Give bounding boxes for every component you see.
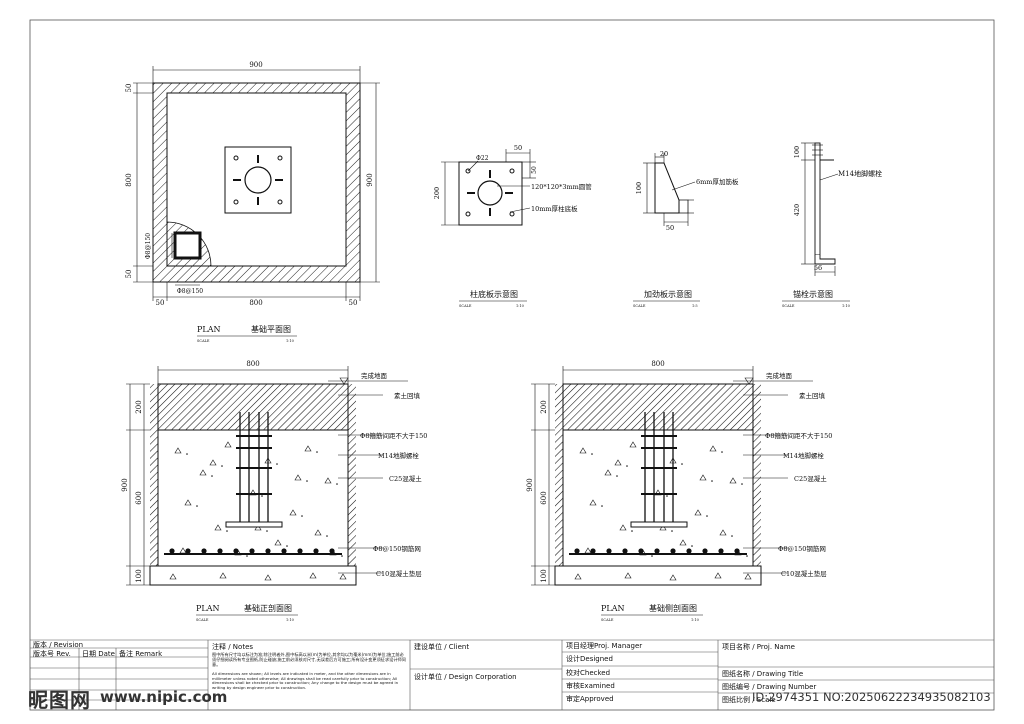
plan-rebar-h: Φ8@150 [177,288,203,295]
rev-no-header: 版本号 Rev. [33,650,71,658]
drawing-scale-label: 图纸比例 / Scale [722,696,776,704]
checked-label: 校对Checked [566,669,611,677]
st-scale: 1:5 [692,304,698,308]
title-block-grid [30,639,994,710]
section_side-scale-label: SCALE [601,618,614,622]
drawing-number-label: 图纸编号 / Drawing Number [722,683,817,691]
section_side-title-en: PLAN [601,604,624,613]
section_side-label-concrete: C25混凝土 [794,474,827,483]
section_front-label-stirrup: Φ8箍筋间距不大于150 [360,431,427,440]
section_side-label-bolt: M14地脚螺栓 [783,451,824,460]
an-dim-mid: 420 [793,204,801,216]
st-label-thickness: 6mm厚加筋板 [696,177,739,186]
section_side-dim-width: 800 [651,360,664,368]
section_side-dim-bot: 100 [540,569,548,582]
plan-rebar-v: Φ8@150 [145,233,152,259]
base-plate-detail: Φ22 50 50 200 120*120*3mm圆管 10mm厚柱底板 柱底板… [433,144,592,308]
st-dim-bottom: 50 [666,224,674,232]
section_side-dim-total: 900 [526,478,534,491]
drawing-title-label: 图纸名称 / Drawing Title [722,670,804,678]
watermark-logo: 昵图网 [28,688,91,712]
plan-scale-label: SCALE [197,339,210,343]
plan-dim-right: 900 [366,173,374,186]
section_front-dim-bot: 100 [135,569,143,582]
plan-scale: 1:10 [286,339,294,343]
bp-dim-left: 200 [433,187,441,199]
notes-cn: 图中所有尺寸均以标注为准;除注明者外,图中标高以米(m)为单位,其余均以为毫米(… [212,652,406,667]
watermark-id: ID:2974351 NO:20250622234935082103 [752,690,991,704]
approved-label: 审定Approved [566,695,614,703]
proj-name-label: 项目名称 / Proj. Name [722,643,795,651]
plan-dim-bottom-right: 50 [349,299,358,307]
bp-dim-top: 50 [514,144,522,152]
section_side-title-cn: 基础侧剖面图 [649,603,697,613]
remark-header: 备注 Remark [119,650,163,658]
an-title: 锚栓示意图 [793,289,833,299]
an-scale-label: SCALE [782,304,795,308]
section_side-label-mesh: Φ8@150钢筋网 [778,544,826,553]
section_side-dim-mid: 600 [540,491,548,504]
client-label: 建设单位 / Client [414,643,470,651]
st-title: 加劲板示意图 [644,289,692,299]
date-header: 日期 Date [82,650,115,658]
section_side-dim-top: 200 [540,400,548,413]
plan-title-en: PLAN [197,325,220,334]
bp-label-plate: 10mm厚柱底板 [531,204,578,213]
section_front-scale-label: SCALE [196,618,209,622]
bp-scale-label: SCALE [459,304,472,308]
stiffener-detail: 20 100 50 6mm厚加筋板 加劲板示意图 SCALE 1:5 [633,150,739,308]
section_side-label-ground: 完成地面 [766,371,793,380]
section_side-label-stirrup: Φ8箍筋间距不大于150 [765,431,832,440]
an-dim-bottom: 56 [814,264,822,272]
plan-title-cn: 基础平面图 [251,324,291,334]
anchor-bolt-detail: 100 420 56 M14地脚螺栓 锚栓示意图 SCALE 1:10 [782,142,882,308]
section_front-scale: 1:10 [286,618,294,622]
plan-dim-top: 900 [249,61,262,69]
plan-dim-left-bot: 50 [125,270,133,279]
plan-dim-bottom-left: 50 [156,299,165,307]
an-label-bolt: M14地脚螺栓 [838,169,882,178]
pm-label: 项目经理Proj. Manager [566,642,643,650]
plan-dim-left-top: 50 [125,84,133,93]
section_side-scale: 1:10 [691,618,699,622]
bp-label-tube: 120*120*3mm圆管 [531,182,592,191]
an-dim-top: 100 [793,146,801,158]
section_front-label-backfill: 素土回填 [394,391,421,400]
st-scale-label: SCALE [633,304,646,308]
plan-view: 900 800 50 50 50 800 50 900 Φ8@150 Φ8@15… [125,61,380,343]
section_front-title-en: PLAN [196,604,219,613]
section_side-label-cushion: C10混凝土垫层 [781,569,827,578]
an-scale: 1:10 [842,304,850,308]
plan-dim-bottom: 800 [249,299,262,307]
section_front-label-mesh: Φ8@150钢筋网 [373,544,421,553]
section_front-dim-total: 900 [121,478,129,491]
section_front-label-concrete: C25混凝土 [389,474,422,483]
section_front-dim-top: 200 [135,400,143,413]
examined-label: 审核Examined [566,682,615,690]
revision-header: 版本 / Revision [33,641,84,649]
section_front-label-bolt: M14地脚螺栓 [378,451,419,460]
notes-en: All dimensions are shown; All levels are… [212,671,399,690]
section_side-label-backfill: 素土回填 [799,391,826,400]
sheet-border [29,19,995,711]
st-dim-left: 100 [635,182,643,194]
section_front-dim-width: 800 [246,360,259,368]
notes-title: 注释 / Notes [212,643,254,651]
designed-label: 设计Designed [566,655,613,663]
section_front-label-cushion: C10混凝土垫层 [376,569,422,578]
st-dim-top: 20 [660,150,668,158]
design-corp-label: 设计单位 / Design Corporation [414,673,517,681]
bp-dim-hole: Φ22 [476,155,489,162]
watermark-site: www.nipic.com [100,688,228,706]
bp-dim-right: 50 [531,166,538,174]
bp-scale: 1:10 [516,304,524,308]
section_front-label-ground: 完成地面 [361,371,388,380]
section_front-title-cn: 基础正剖面图 [244,603,292,613]
bp-title: 柱底板示意图 [470,289,518,299]
section_front-dim-mid: 600 [135,491,143,504]
plan-dim-left-mid: 800 [125,173,133,186]
